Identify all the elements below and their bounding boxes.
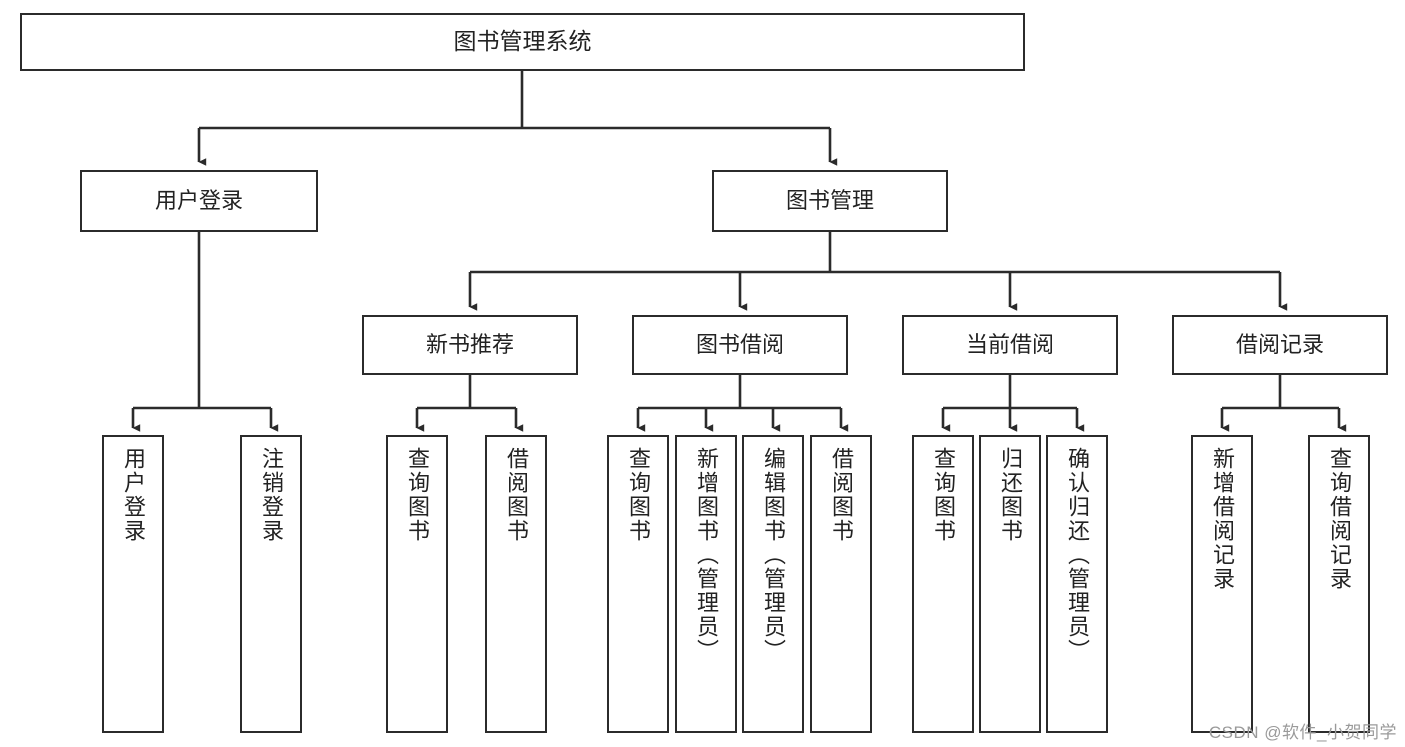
node-current-borrow[interactable]: 当前借阅 bbox=[902, 315, 1118, 375]
node-leaf-query-book-3-label: 查询图书 bbox=[931, 447, 956, 543]
watermark-text: CSDN @软件_小贺同学 bbox=[1208, 723, 1397, 742]
node-user-login-label: 用户登录 bbox=[154, 188, 243, 214]
node-leaf-query-book-1-label: 查询图书 bbox=[405, 447, 430, 543]
node-leaf-confirm-return-label: 确认归还（管理员） bbox=[1065, 447, 1090, 663]
node-leaf-add-book-label: 新增图书（管理员） bbox=[694, 447, 719, 663]
node-root-label: 图书管理系统 bbox=[453, 28, 592, 55]
node-book-borrow[interactable]: 图书借阅 bbox=[632, 315, 848, 375]
node-leaf-return-book-label: 归还图书 bbox=[998, 447, 1023, 543]
node-leaf-add-book[interactable]: 新增图书（管理员） bbox=[675, 435, 737, 733]
node-leaf-borrow-book-2-label: 借阅图书 bbox=[829, 447, 854, 543]
node-leaf-add-record-label: 新增借阅记录 bbox=[1210, 447, 1235, 591]
node-new-book-recommend-label: 新书推荐 bbox=[425, 332, 514, 358]
node-leaf-user-login-label: 用户登录 bbox=[121, 447, 146, 543]
node-leaf-query-book-3[interactable]: 查询图书 bbox=[912, 435, 974, 733]
node-current-borrow-label: 当前借阅 bbox=[965, 332, 1054, 358]
node-leaf-query-record[interactable]: 查询借阅记录 bbox=[1308, 435, 1370, 733]
node-leaf-add-record[interactable]: 新增借阅记录 bbox=[1191, 435, 1253, 733]
node-leaf-borrow-book-1-label: 借阅图书 bbox=[504, 447, 529, 543]
node-book-management[interactable]: 图书管理 bbox=[712, 170, 948, 232]
node-leaf-edit-book[interactable]: 编辑图书（管理员） bbox=[742, 435, 804, 733]
node-leaf-edit-book-label: 编辑图书（管理员） bbox=[761, 447, 786, 663]
node-book-borrow-label: 图书借阅 bbox=[695, 332, 784, 358]
node-borrow-record[interactable]: 借阅记录 bbox=[1172, 315, 1388, 375]
node-book-management-label: 图书管理 bbox=[785, 188, 874, 214]
node-new-book-recommend[interactable]: 新书推荐 bbox=[362, 315, 578, 375]
node-leaf-borrow-book-2[interactable]: 借阅图书 bbox=[810, 435, 872, 733]
node-leaf-query-book-2-label: 查询图书 bbox=[626, 447, 651, 543]
node-user-login[interactable]: 用户登录 bbox=[80, 170, 318, 232]
node-leaf-borrow-book-1[interactable]: 借阅图书 bbox=[485, 435, 547, 733]
node-leaf-query-record-label: 查询借阅记录 bbox=[1327, 447, 1352, 591]
node-leaf-logout-login[interactable]: 注销登录 bbox=[240, 435, 302, 733]
node-leaf-return-book[interactable]: 归还图书 bbox=[979, 435, 1041, 733]
node-leaf-logout-login-label: 注销登录 bbox=[259, 447, 284, 543]
node-leaf-user-login[interactable]: 用户登录 bbox=[102, 435, 164, 733]
node-leaf-confirm-return[interactable]: 确认归还（管理员） bbox=[1046, 435, 1108, 733]
node-root[interactable]: 图书管理系统 bbox=[20, 13, 1025, 71]
node-leaf-query-book-1[interactable]: 查询图书 bbox=[386, 435, 448, 733]
node-leaf-query-book-2[interactable]: 查询图书 bbox=[607, 435, 669, 733]
node-borrow-record-label: 借阅记录 bbox=[1235, 332, 1324, 358]
